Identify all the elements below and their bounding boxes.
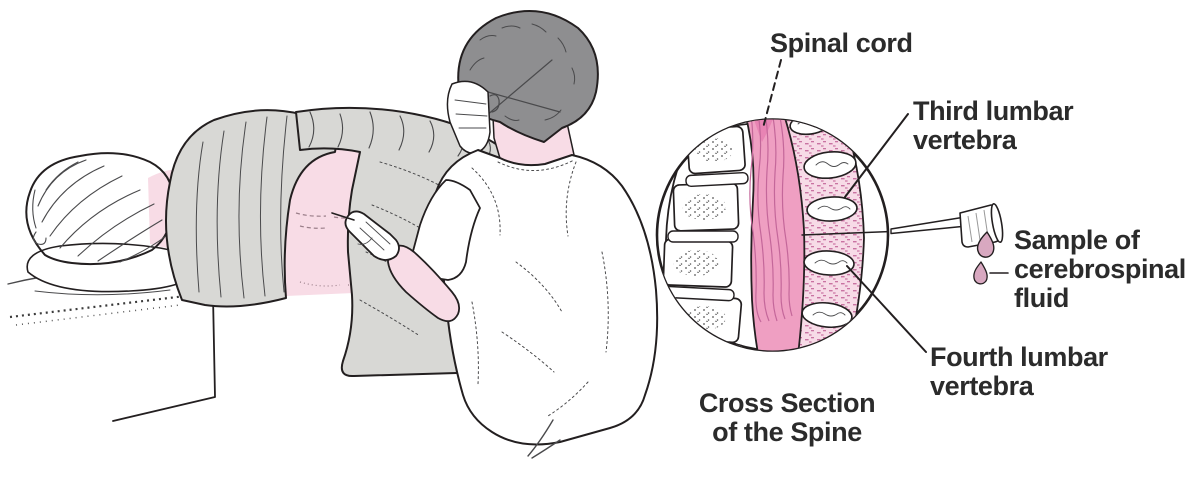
label-spinal-cord: Spinal cord: [770, 28, 913, 58]
patient-hair-outline: [25, 152, 175, 266]
patient-head: [25, 152, 175, 266]
glove-finger-lines: [357, 221, 391, 251]
procedure-scene: [7, 9, 659, 459]
clinician-leg-line: [527, 419, 561, 459]
patient-hair-strands: [32, 159, 167, 263]
leader-spinal-cord: [762, 59, 782, 129]
mask-straps: [485, 59, 561, 117]
csf-droplet-1: [976, 231, 995, 258]
leader-fourth-lumbar: [846, 265, 927, 353]
leader-third-lumbar: [844, 113, 909, 198]
inset-contents: [661, 119, 888, 351]
spinal-needle: [890, 202, 1009, 285]
pillow-fold: [34, 289, 171, 296]
table-edge: [9, 271, 379, 319]
cross-section-inset: Spinal cord Third lumbar vertebra Sample…: [655, 28, 1186, 447]
label-fourth-lumbar-line2: vertebra: [930, 371, 1035, 401]
vertebral-body-texture: [673, 138, 733, 330]
label-csf-line2: cerebrospinal: [1014, 254, 1186, 284]
intervertebral-disc: [685, 171, 749, 188]
caption-line2: of the Spine: [712, 417, 862, 447]
csf-droplet-2: [973, 261, 988, 285]
needle-inner-segment: [801, 230, 888, 236]
cord-striations: [749, 119, 793, 323]
needle-hub-flange: [990, 202, 1004, 244]
label-third-lumbar-line2: vertebra: [913, 125, 1018, 155]
label-fourth-lumbar-line1: Fourth lumbar: [930, 342, 1109, 372]
blanket-shoulder-folds: [195, 115, 288, 299]
blanket-roll-arcs: [308, 111, 491, 163]
clinician: [331, 9, 659, 459]
intervertebral-disc: [667, 230, 739, 243]
table-pedestal: [112, 295, 216, 422]
clinician-forearm: [387, 244, 461, 323]
procedure-needle: [331, 212, 355, 221]
label-csf-line3: fluid: [1014, 283, 1069, 313]
label-csf-line1: Sample of: [1014, 225, 1141, 255]
mask-pleats: [454, 99, 488, 129]
label-third-lumbar-line1: Third lumbar: [913, 96, 1074, 126]
caption-line1: Cross Section: [699, 388, 875, 418]
shirt-folds: [471, 159, 609, 417]
clinician-sleeve: [411, 179, 481, 281]
clinician-hair-texture: [469, 23, 576, 121]
clinician-torso: [435, 149, 659, 446]
clinician-glove: [344, 210, 400, 261]
clinician-ear: [489, 94, 500, 113]
